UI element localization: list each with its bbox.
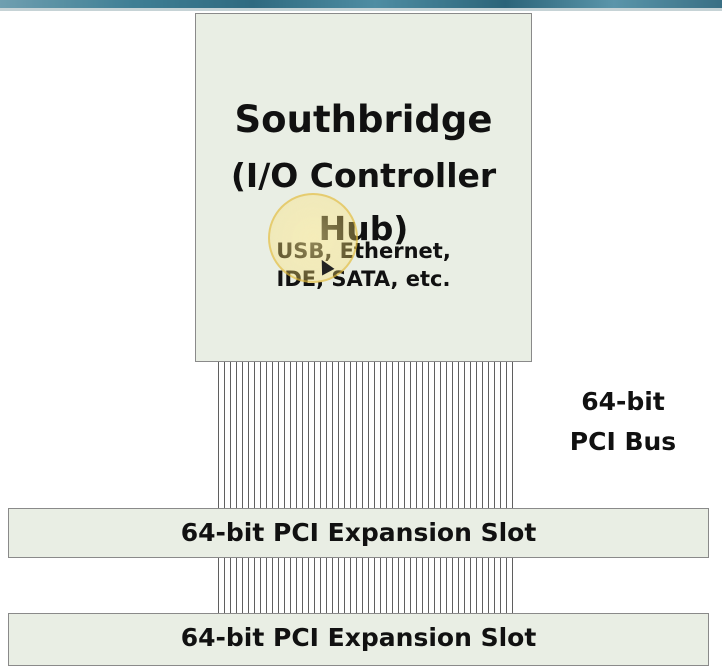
cursor-highlight-icon bbox=[268, 193, 358, 283]
southbridge-block: Southbridge (I/O Controller Hub) USB, Et… bbox=[195, 13, 532, 362]
pci-expansion-slot-1: 64-bit PCI Expansion Slot bbox=[8, 508, 709, 558]
southbridge-subtitle: (I/O Controller Hub) bbox=[196, 149, 531, 255]
southbridge-title: Southbridge bbox=[234, 98, 493, 141]
southbridge-subtitle-line1: (I/O Controller bbox=[230, 156, 497, 195]
southbridge-interfaces: USB, Ethernet, IDE, SATA, etc. bbox=[196, 237, 531, 293]
pci-expansion-slot-2: 64-bit PCI Expansion Slot bbox=[8, 613, 709, 666]
pci-bus-lines-lower bbox=[218, 557, 517, 614]
pci-bus-label-line2: PCI Bus bbox=[569, 427, 677, 456]
pci-bus-lines-upper bbox=[218, 362, 517, 508]
southbridge-interfaces-line1: USB, Ethernet, bbox=[276, 239, 451, 263]
southbridge-interfaces-line2: IDE, SATA, etc. bbox=[276, 267, 451, 291]
pci-bus-label: 64-bit PCI Bus bbox=[548, 382, 698, 462]
pci-bus-label-line1: 64-bit bbox=[581, 387, 665, 416]
background-image-strip bbox=[0, 0, 722, 11]
